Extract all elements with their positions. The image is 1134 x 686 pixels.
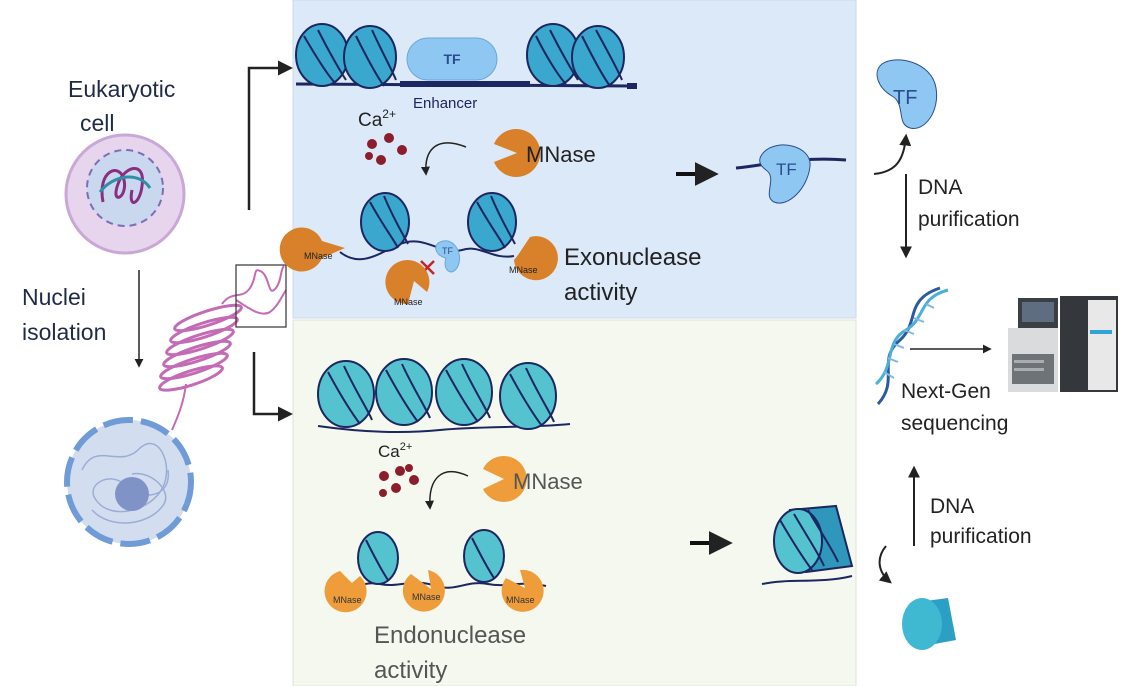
nucleosome-group-right bbox=[526, 23, 625, 89]
nucleosome-array bbox=[317, 358, 571, 434]
mnase-enzyme-endo-3: MNase bbox=[501, 569, 544, 612]
eukaryotic-cell-icon bbox=[64, 133, 186, 255]
calcium-ions-bottom bbox=[379, 464, 419, 497]
svg-text:MNase: MNase bbox=[412, 592, 441, 602]
tf-bound-enhancer: TF bbox=[406, 37, 498, 81]
eukaryotic-cell-label: Eukaryotic bbox=[68, 76, 175, 102]
calcium-ions-top bbox=[365, 133, 407, 165]
svg-text:MNase: MNase bbox=[304, 251, 333, 261]
dna-purification-label-top-2: purification bbox=[918, 208, 1020, 231]
mnase-enzyme-top bbox=[494, 129, 541, 177]
tf-release-arrow bbox=[873, 133, 912, 175]
endonuclease-label: Endonuclease bbox=[374, 622, 526, 649]
svg-text:MNase: MNase bbox=[333, 595, 362, 605]
mnase-enzyme-exo-2: MNase bbox=[385, 260, 430, 307]
mnase-enzyme-exo-3: MNase bbox=[509, 236, 558, 281]
calcium-label-bottom: Ca2+ bbox=[378, 441, 412, 461]
svg-text:TF: TF bbox=[443, 51, 461, 67]
dna-purification-label-bottom-2: purification bbox=[930, 525, 1032, 548]
next-gen-sequencing-label: Next-Gen bbox=[901, 380, 991, 403]
svg-text:MNase: MNase bbox=[394, 297, 423, 307]
exonuclease-label-2: activity bbox=[564, 279, 637, 306]
nuclei-isolation-label: Nuclei bbox=[22, 284, 86, 310]
branch-arrow-bottom bbox=[252, 352, 293, 422]
dna-purification-label-top: DNA bbox=[918, 176, 962, 199]
mnase-enzyme-exo-1: MNase bbox=[279, 227, 345, 272]
dna-purification-label-bottom: DNA bbox=[930, 495, 974, 518]
nucleus-icon bbox=[64, 417, 194, 547]
reaction-arrow-top bbox=[420, 142, 467, 176]
svg-text:TF: TF bbox=[776, 160, 797, 179]
nucleosome-group-left bbox=[295, 23, 397, 89]
mnase-enzyme-bottom bbox=[483, 456, 527, 502]
svg-text:TF: TF bbox=[893, 87, 917, 109]
exonuclease-digestion: TF bbox=[339, 192, 517, 275]
sequencer-machine-icon bbox=[1008, 296, 1118, 392]
reaction-arrow-bottom bbox=[425, 470, 469, 510]
next-gen-sequencing-label-2: sequencing bbox=[901, 412, 1008, 435]
tf-dna-fragment: TF bbox=[735, 144, 847, 204]
nucleosome-release-arrow bbox=[878, 545, 892, 584]
mnase-enzyme-endo-2: MNase bbox=[402, 570, 445, 612]
mnase-enzyme-endo-1: MNase bbox=[324, 571, 367, 613]
svg-text:MNase: MNase bbox=[506, 595, 535, 605]
chromatin-fiber-icon bbox=[158, 265, 287, 431]
mnase-label-bottom: MNase bbox=[513, 469, 583, 494]
endonuclease-digestion bbox=[327, 529, 547, 592]
exonuclease-label: Exonuclease bbox=[564, 244, 701, 271]
calcium-label-top: Ca2+ bbox=[358, 107, 396, 131]
mnase-label-top: MNase bbox=[526, 142, 596, 167]
dna-double-helix-icon bbox=[874, 286, 949, 406]
enhancer-label: Enhancer bbox=[413, 95, 477, 112]
branch-arrow-top bbox=[247, 60, 293, 210]
top-dna-strand bbox=[295, 81, 637, 89]
svg-text:MNase: MNase bbox=[509, 265, 538, 275]
released-tf-icon: TF bbox=[876, 59, 938, 129]
nuclei-isolation-label-2: isolation bbox=[22, 319, 106, 345]
histone-octamer-icon bbox=[902, 598, 956, 650]
svg-text:TF: TF bbox=[442, 246, 453, 256]
endonuclease-label-2: activity bbox=[374, 657, 447, 684]
zoom-box bbox=[235, 264, 287, 328]
mononucleosome-product bbox=[761, 504, 854, 585]
eukaryotic-cell-label-2: cell bbox=[80, 110, 115, 136]
